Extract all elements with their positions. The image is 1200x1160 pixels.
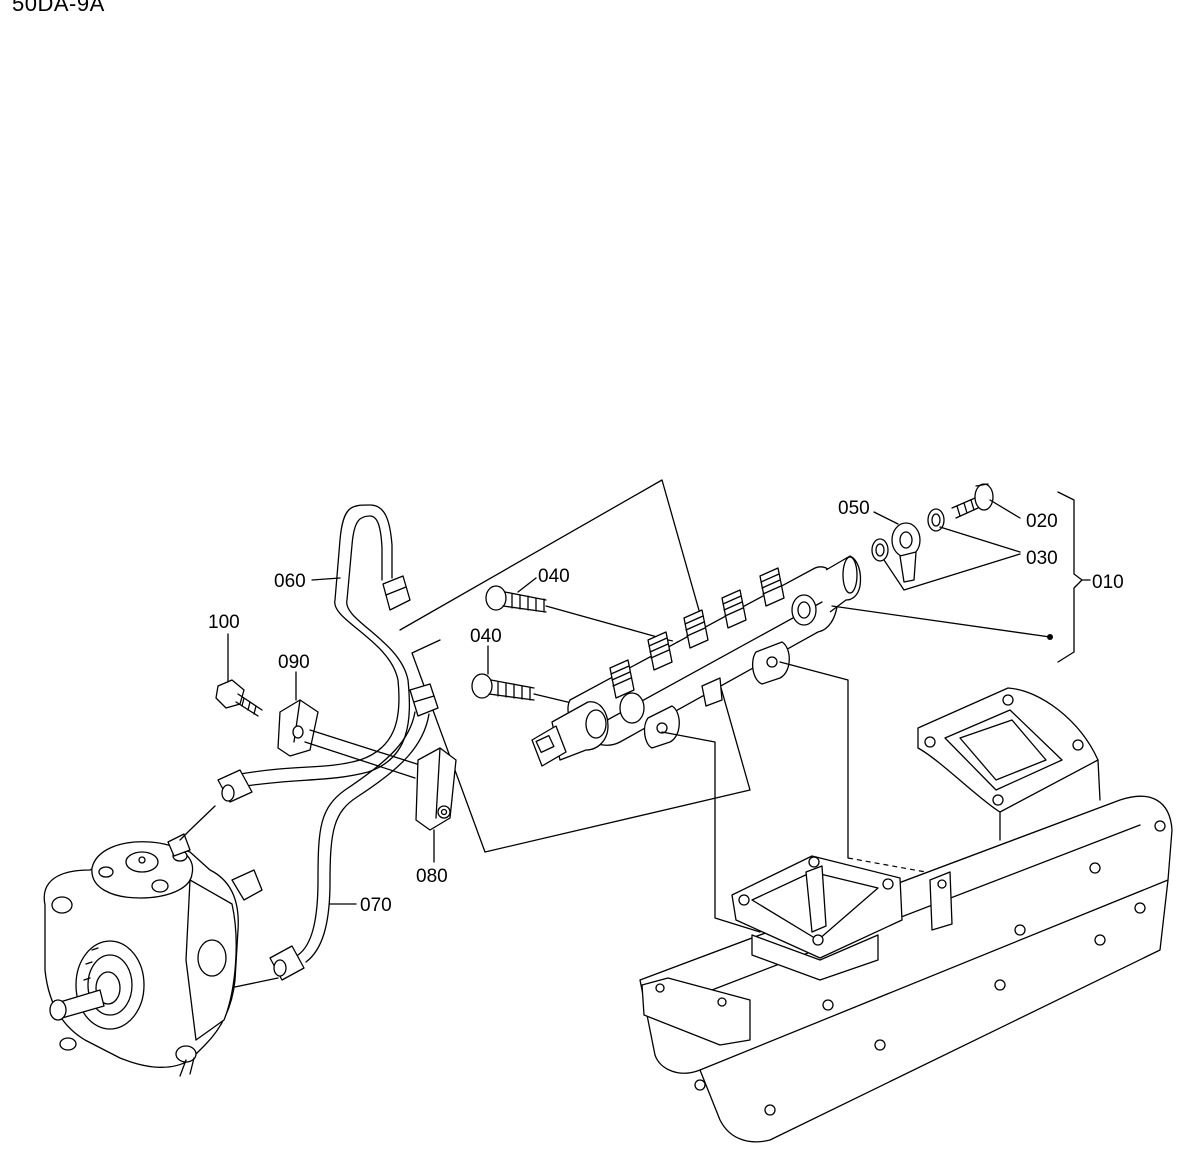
part-label-080: 080 bbox=[416, 866, 448, 887]
part-label-040-upper: 040 bbox=[538, 566, 570, 587]
fuel-pipe-070 bbox=[229, 683, 439, 989]
supply-pump bbox=[43, 805, 263, 1077]
clamp-080 bbox=[415, 747, 457, 831]
bolt-100 bbox=[215, 679, 263, 717]
clamp-090 bbox=[277, 699, 421, 779]
bolt-040-lower bbox=[471, 673, 581, 706]
fuel-pipe-060 bbox=[217, 504, 411, 803]
part-label-060: 060 bbox=[274, 571, 306, 592]
exploded-view-frame bbox=[399, 479, 751, 853]
leader-lines bbox=[227, 499, 1051, 905]
part-label-070: 070 bbox=[360, 895, 392, 916]
part-labels: 010 020 030 040 040 050 060 070 080 090 … bbox=[208, 498, 1124, 916]
part-label-030: 030 bbox=[1026, 548, 1058, 569]
assembly-bracket-010 bbox=[1057, 491, 1091, 663]
bolt-040-upper bbox=[485, 585, 669, 641]
diagram-code: 50DA-9A bbox=[12, 0, 105, 16]
rail-reference-dot bbox=[1047, 634, 1053, 640]
common-rail bbox=[531, 555, 862, 933]
banjo-bolt-020 bbox=[951, 483, 994, 519]
part-label-020: 020 bbox=[1026, 511, 1058, 532]
part-label-010: 010 bbox=[1092, 572, 1124, 593]
part-label-040-lower: 040 bbox=[470, 626, 502, 647]
part-label-100: 100 bbox=[208, 612, 240, 633]
part-label-050: 050 bbox=[838, 498, 870, 519]
part-label-090: 090 bbox=[278, 652, 310, 673]
rail-outlets bbox=[609, 567, 785, 707]
washer-030 bbox=[871, 508, 945, 562]
banjo-fitting-050 bbox=[891, 522, 921, 583]
intake-manifold bbox=[639, 687, 1173, 1143]
